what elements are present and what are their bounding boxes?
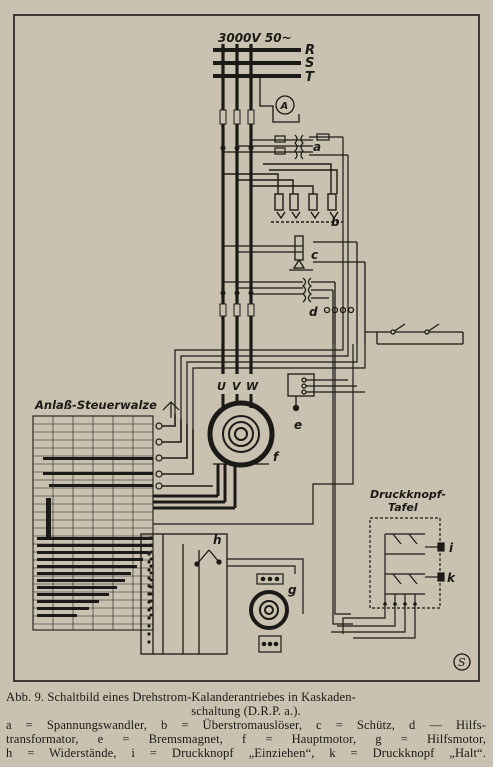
pushbutton-panel-label-1: Druckknopf- — [370, 488, 446, 501]
aux-transformer-d — [223, 277, 355, 344]
supply-busbars — [213, 48, 301, 78]
diagram-frame — [13, 14, 480, 682]
publisher-mark-letter: S — [458, 656, 466, 669]
pushbutton-terminals — [383, 602, 417, 606]
small-switch — [162, 401, 180, 418]
label-i: i — [449, 541, 454, 555]
terminal-w: W — [246, 380, 259, 393]
label-a: a — [313, 140, 321, 154]
label-c: c — [311, 248, 318, 262]
caption-title-line-1: Abb. 9. Schaltbild eines Drehstrom-Kalan… — [6, 690, 356, 704]
publisher-mark — [453, 653, 471, 671]
controller-label: Anlaß-Steuerwalze — [34, 398, 157, 412]
caption-legend-line-2: transformator, e = Bremsmagnet, f = Haup… — [6, 732, 486, 746]
resistor-taps — [147, 552, 151, 644]
emergency-contacts — [365, 323, 464, 345]
terminal-u: U — [217, 380, 226, 393]
bus-junction-dots — [220, 47, 254, 296]
terminal-v: V — [232, 380, 242, 393]
caption-legend-line-1: a = Spannungswandler, b = Überstromauslö… — [6, 718, 486, 732]
pushbutton-panel — [331, 517, 445, 639]
aux-motor-g — [227, 558, 304, 653]
controller-to-motor-wires — [153, 344, 354, 525]
main-feeders — [221, 44, 253, 374]
phase-label-r: R — [305, 43, 315, 58]
brake-magnet-e — [287, 373, 365, 412]
label-f: f — [273, 450, 280, 464]
voltage-transformer-a — [223, 133, 349, 344]
label-b: b — [331, 215, 340, 229]
label-k: k — [447, 571, 456, 585]
label-e: e — [294, 418, 302, 432]
overcurrent-release-b — [223, 163, 343, 223]
label-d: d — [309, 305, 318, 319]
ammeter — [259, 76, 300, 123]
drum-finger-rows — [149, 536, 153, 617]
pushbutton-panel-label-2: Tafel — [388, 501, 418, 514]
label-h: h — [213, 533, 222, 547]
phase-label-s: S — [305, 56, 314, 71]
phase-label-t: T — [305, 70, 315, 85]
figure-caption: Abb. 9. Schaltbild eines Drehstrom-Kalan… — [6, 690, 486, 760]
contactor-c — [223, 235, 366, 344]
label-g: g — [288, 583, 297, 597]
voltage-label: 3000V 50~ — [218, 31, 292, 45]
drum-segments — [37, 457, 153, 617]
caption-title-line-2: schaltung (D.R.P. a.). — [191, 704, 301, 718]
ammeter-label: A — [280, 101, 289, 112]
circuit-diagram: 3000V 50~ R S T A a — [13, 14, 480, 682]
main-motor-f — [207, 394, 275, 468]
drum-contacts — [155, 422, 163, 490]
fuses — [219, 109, 255, 317]
control-wiring — [174, 344, 366, 625]
resistors-h — [140, 533, 228, 655]
caption-legend-line-3: h = Widerstände, i = Druckknopf „Einzieh… — [6, 746, 486, 760]
